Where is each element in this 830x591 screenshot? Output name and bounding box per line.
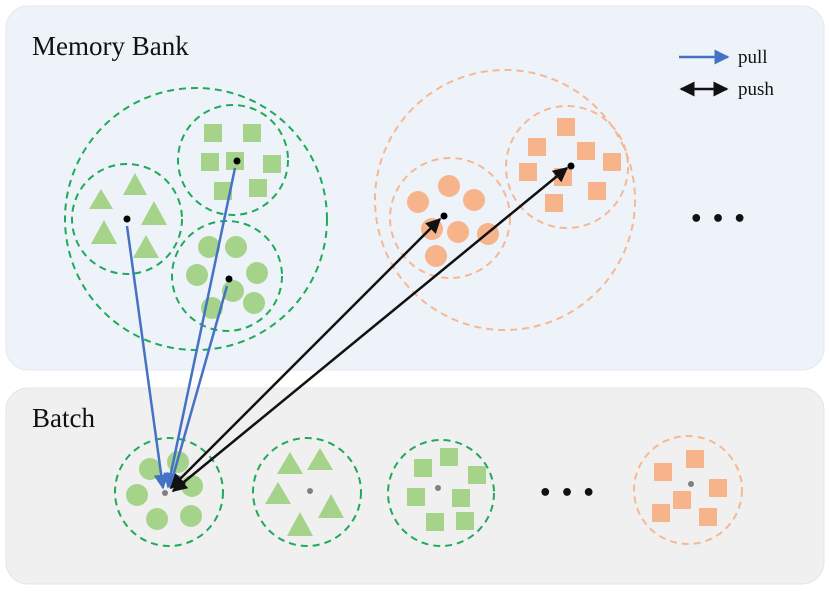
circle-sample [146, 508, 168, 530]
orange-square-sample [686, 450, 704, 468]
square-sample [456, 512, 474, 530]
cluster-centroid [688, 481, 694, 487]
circle-sample [126, 484, 148, 506]
triangle-sample [265, 482, 291, 504]
cluster-boundary [387, 439, 495, 547]
orange-circle-sample [463, 189, 485, 211]
square-sample [440, 448, 458, 466]
cluster-centroid [307, 488, 313, 494]
circle-sample [139, 458, 161, 480]
legend: pull push [679, 47, 774, 100]
triangle-sample [123, 173, 147, 195]
orange-square-sample [603, 153, 621, 171]
cluster-centroid [233, 157, 241, 165]
orange-circle-sample [447, 221, 469, 243]
memory-bank-title: Memory Bank [32, 31, 189, 61]
triangle-sample [141, 201, 167, 225]
cluster-boundary [114, 437, 224, 547]
pull-arrow-triangle [125, 225, 169, 490]
orange-square-sample [709, 479, 727, 497]
orange-circle-sample [438, 175, 460, 197]
square-sample [201, 153, 219, 171]
square-sample [243, 124, 261, 142]
orange-square-sample [519, 163, 537, 181]
cluster-centroid [123, 215, 131, 223]
circle-sample [181, 475, 203, 497]
square-sample [468, 466, 486, 484]
batch-title: Batch [32, 403, 95, 433]
circle-sample [186, 264, 208, 286]
triangle-sample [133, 235, 159, 258]
square-sample [452, 489, 470, 507]
orange-square-sample [652, 504, 670, 522]
circle-sample [180, 505, 202, 527]
legend-pull-label: pull [738, 47, 768, 68]
cluster-centroid [162, 490, 168, 496]
orange-square-sample [588, 182, 606, 200]
triangle-sample [287, 512, 313, 536]
memory-more-ellipsis: • • • [689, 207, 747, 232]
legend-push-label: push [738, 79, 774, 100]
cluster-centroid [567, 162, 575, 170]
orange-square-sample [545, 194, 563, 212]
cluster-centroid [225, 275, 233, 283]
orange-circle-sample [407, 191, 429, 213]
orange-square-sample [654, 463, 672, 481]
triangle-sample [91, 220, 117, 244]
cluster-centroid [440, 212, 448, 220]
triangle-sample [89, 189, 113, 209]
square-sample [414, 459, 432, 477]
orange-square-sample [528, 138, 546, 156]
square-sample [426, 513, 444, 531]
circle-sample [246, 262, 268, 284]
circle-sample [243, 292, 265, 314]
square-sample [204, 124, 222, 142]
orange-square-sample [557, 118, 575, 136]
orange-square-sample [699, 508, 717, 526]
orange-circle-sample [425, 245, 447, 267]
orange-circle-sample [421, 218, 443, 240]
batch-more-ellipsis: • • • [538, 481, 596, 506]
circle-sample [225, 236, 247, 258]
orange-square-sample [577, 142, 595, 160]
triangle-sample [318, 494, 344, 518]
batch-orange-square-cluster [633, 435, 743, 545]
push-arrows [169, 167, 569, 492]
square-sample [249, 179, 267, 197]
batch-panel [5, 387, 825, 585]
orange-square-sample [673, 491, 691, 509]
push-arrow-orange-square [171, 167, 569, 492]
square-sample [263, 155, 281, 173]
cluster-centroid [435, 485, 441, 491]
cluster-boundary [633, 435, 743, 545]
cluster-boundary [505, 105, 629, 229]
square-sample [407, 488, 425, 506]
